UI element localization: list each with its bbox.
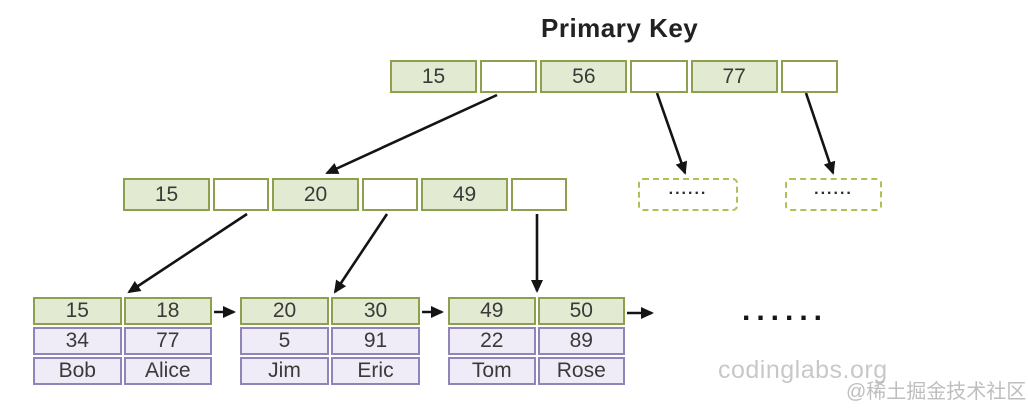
placeholder-ellipsis: ......	[668, 180, 708, 198]
root-key-cell: 15	[390, 60, 477, 93]
internal-key-cell: 15	[123, 178, 210, 211]
arrow-internal-to-leaf-1	[127, 212, 248, 294]
leaf-key-row: 20 30	[240, 297, 420, 325]
leaf-key-cell: 18	[123, 297, 212, 325]
root-key-cell: 77	[690, 60, 778, 93]
leaf-data-row: 22 89	[448, 327, 625, 355]
leaf-value-cell: 89	[537, 327, 625, 355]
leaf-key-cell: 30	[331, 297, 420, 325]
leaf-key-cell: 50	[537, 297, 625, 325]
arrow-root-to-internal	[325, 93, 498, 175]
leaf-data-row: 34 77	[33, 327, 212, 355]
leaf-name-cell: Bob	[33, 357, 122, 385]
watermark-juejin-community: @稀土掘金技术社区	[846, 381, 1027, 403]
arrow-root-to-dashed-2	[804, 92, 836, 175]
leaf-value-cell: 91	[331, 327, 420, 355]
leaf-key-cell: 15	[33, 297, 122, 325]
leaf-value-cell: 22	[448, 327, 536, 355]
leaf-name-cell: Eric	[331, 357, 420, 385]
internal-key-cell: 20	[272, 178, 359, 211]
root-pointer-cell	[780, 60, 838, 93]
leaf-ellipsis: ......	[742, 294, 829, 327]
leaf-value-cell: 34	[33, 327, 122, 355]
leaf-node-2: 20 30 5 91 Jim Eric	[240, 297, 420, 385]
leaf-value-cell: 5	[240, 327, 329, 355]
leaf-name-row: Tom Rose	[448, 357, 625, 385]
internal-pointer-cell	[213, 178, 269, 211]
leaf-name-cell: Jim	[240, 357, 329, 385]
placeholder-ellipsis: ......	[814, 180, 853, 198]
leaf-value-cell: 77	[123, 327, 212, 355]
diagram-title: Primary Key	[541, 13, 699, 43]
leaf-key-cell: 20	[240, 297, 329, 325]
root-pointer-cell	[630, 60, 688, 93]
leaf-data-row: 5 91	[240, 327, 420, 355]
leaf-node-3: 49 50 22 89 Tom Rose	[448, 297, 625, 385]
placeholder-node-1: ......	[638, 178, 738, 211]
leaf-node-1: 15 18 34 77 Bob Alice	[33, 297, 212, 385]
root-pointer-cell	[480, 60, 538, 93]
leaf-name-cell: Rose	[537, 357, 625, 385]
watermark-codinglabs: codinglabs.org	[718, 356, 888, 384]
leaf-name-cell: Alice	[123, 357, 212, 385]
internal-pointer-cell	[362, 178, 418, 211]
leaf-name-row: Bob Alice	[33, 357, 212, 385]
leaf-key-row: 15 18	[33, 297, 212, 325]
internal-node: 15 20 49	[123, 178, 567, 211]
placeholder-node-2: ......	[785, 178, 882, 211]
root-node: 15 56 77	[390, 60, 838, 93]
internal-pointer-cell	[511, 178, 567, 211]
leaf-name-row: Jim Eric	[240, 357, 420, 385]
leaf-key-row: 49 50	[448, 297, 625, 325]
arrow-internal-to-leaf-2	[333, 213, 389, 294]
leaf-name-cell: Tom	[448, 357, 536, 385]
arrow-root-to-dashed-1	[655, 92, 688, 175]
root-key-cell: 56	[540, 60, 628, 93]
internal-key-cell: 49	[421, 178, 508, 211]
leaf-key-cell: 49	[448, 297, 536, 325]
